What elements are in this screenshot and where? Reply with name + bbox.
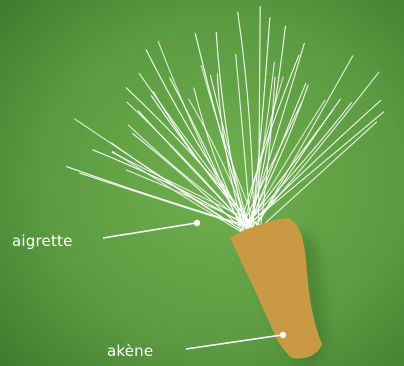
- aigrette-label: aigrette: [12, 232, 73, 250]
- aigrette-pointer-dot: [194, 220, 200, 226]
- akene-pointer-dot: [280, 332, 286, 338]
- akene-label: akène: [107, 342, 153, 360]
